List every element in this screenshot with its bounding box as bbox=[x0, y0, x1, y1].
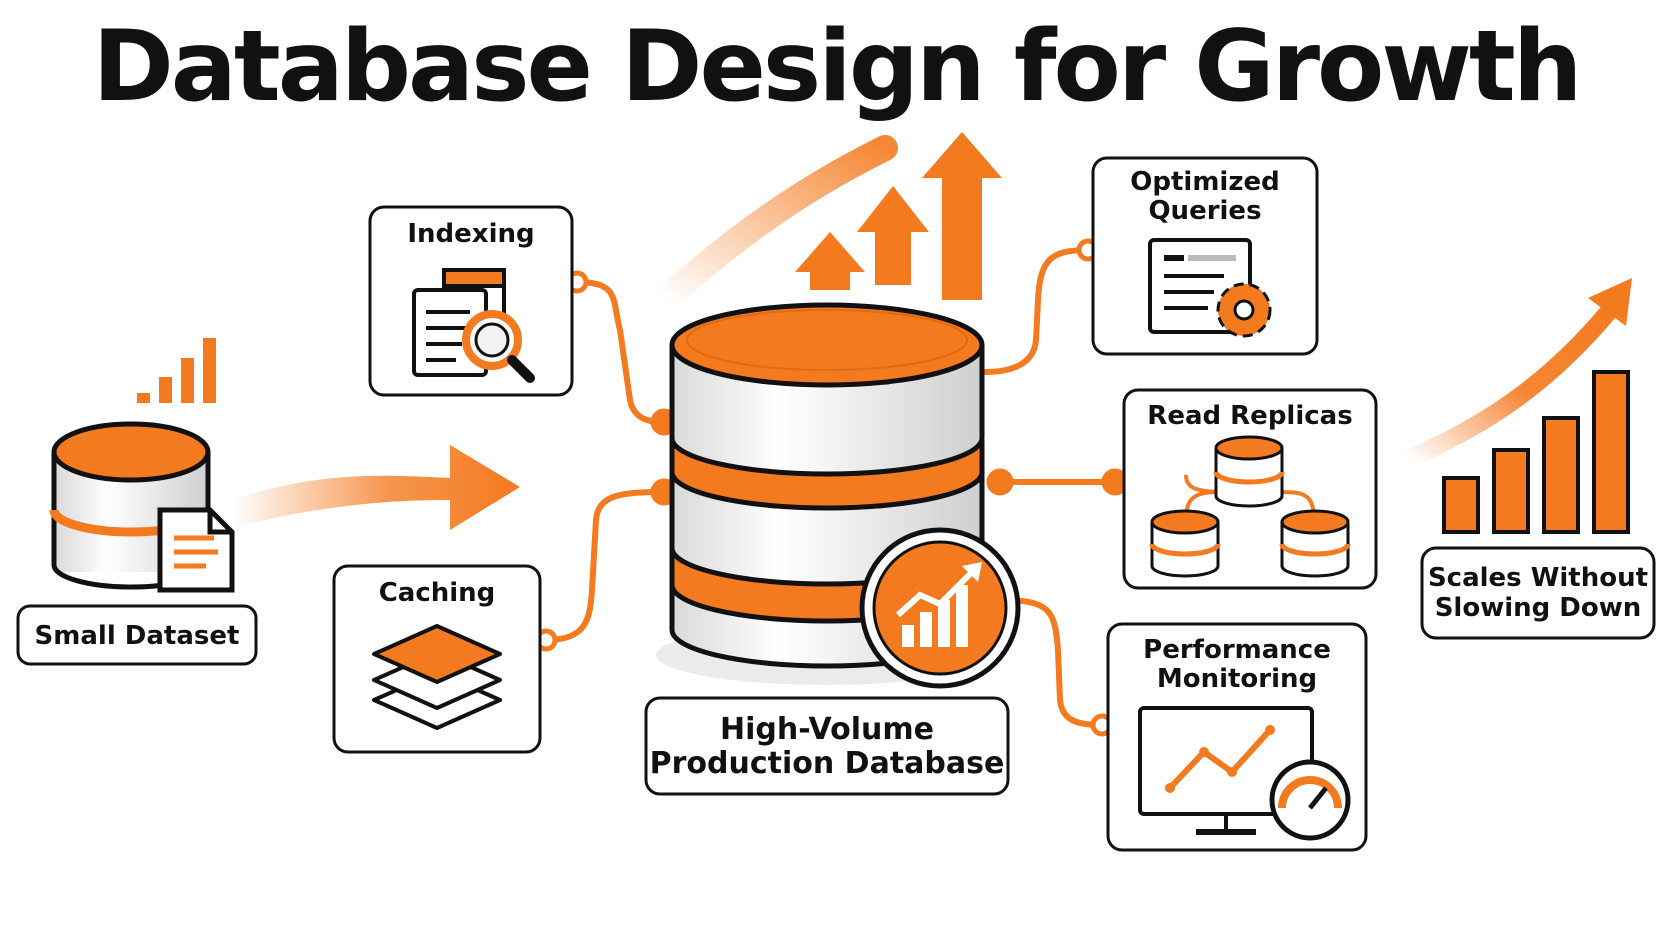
replica-left bbox=[1149, 509, 1221, 578]
optimized-queries-label-1: Optimized bbox=[1130, 167, 1279, 197]
card-read-replicas: Read Replicas bbox=[1122, 388, 1378, 590]
replica-primary bbox=[1213, 435, 1285, 508]
page-title: Database Design for Growth bbox=[92, 10, 1582, 124]
caching-label: Caching bbox=[379, 578, 496, 608]
performance-monitoring-label-2: Monitoring bbox=[1157, 664, 1317, 694]
center-label-2: Production Database bbox=[650, 746, 1005, 781]
outcome-label-1: Scales Without bbox=[1428, 563, 1648, 593]
outcome: Scales Without Slowing Down bbox=[1401, 278, 1656, 640]
flow-arrow bbox=[232, 445, 520, 530]
outcome-arrow-head bbox=[1588, 278, 1632, 326]
card-caching: Caching bbox=[332, 564, 542, 754]
connector-performance-monitoring bbox=[997, 597, 1105, 728]
outcome-label-box bbox=[1420, 546, 1656, 640]
connector-indexing bbox=[574, 279, 667, 425]
database-with-document-icon bbox=[49, 421, 235, 593]
monitor-gauge-icon bbox=[1138, 706, 1351, 841]
central-database: High-Volume Production Database bbox=[644, 302, 1021, 796]
rising-bar-chart-icon bbox=[1442, 370, 1630, 534]
connectors bbox=[543, 247, 1118, 728]
up-arrow-small bbox=[795, 232, 865, 290]
small-dataset-label: Small Dataset bbox=[35, 621, 240, 651]
card-indexing: Indexing bbox=[368, 205, 574, 397]
document-magnifier-icon bbox=[412, 268, 535, 383]
growth-chart-icon bbox=[859, 527, 1021, 689]
optimized-queries-label-2: Queries bbox=[1148, 196, 1261, 226]
performance-monitoring-label-1: Performance bbox=[1143, 635, 1331, 665]
signal-bars-icon bbox=[137, 338, 216, 403]
growth-arrows bbox=[652, 132, 1002, 313]
card-performance-monitoring: Performance Monitoring bbox=[1106, 622, 1368, 852]
read-replicas-label: Read Replicas bbox=[1147, 401, 1352, 431]
small-dataset-label-box bbox=[16, 604, 258, 666]
replica-right bbox=[1279, 509, 1351, 578]
up-arrow-medium bbox=[857, 186, 929, 285]
up-arrow-large bbox=[922, 132, 1002, 300]
outcome-label-2: Slowing Down bbox=[1435, 593, 1642, 623]
replicated-databases-icon bbox=[1149, 435, 1351, 578]
center-label-1: High-Volume bbox=[720, 712, 934, 747]
card-optimized-queries: Optimized Queries bbox=[1091, 156, 1319, 356]
small-dataset: Small Dataset bbox=[16, 338, 520, 666]
indexing-label: Indexing bbox=[407, 219, 534, 249]
center-label-box bbox=[644, 696, 1010, 796]
document-gear-icon bbox=[1148, 238, 1272, 338]
outcome-swoosh-arrow bbox=[1401, 301, 1619, 467]
swoosh-arrow bbox=[652, 135, 898, 313]
connector-optimized-queries bbox=[982, 247, 1091, 375]
connector-caching bbox=[543, 489, 667, 643]
stacked-layers-icon bbox=[372, 624, 502, 730]
